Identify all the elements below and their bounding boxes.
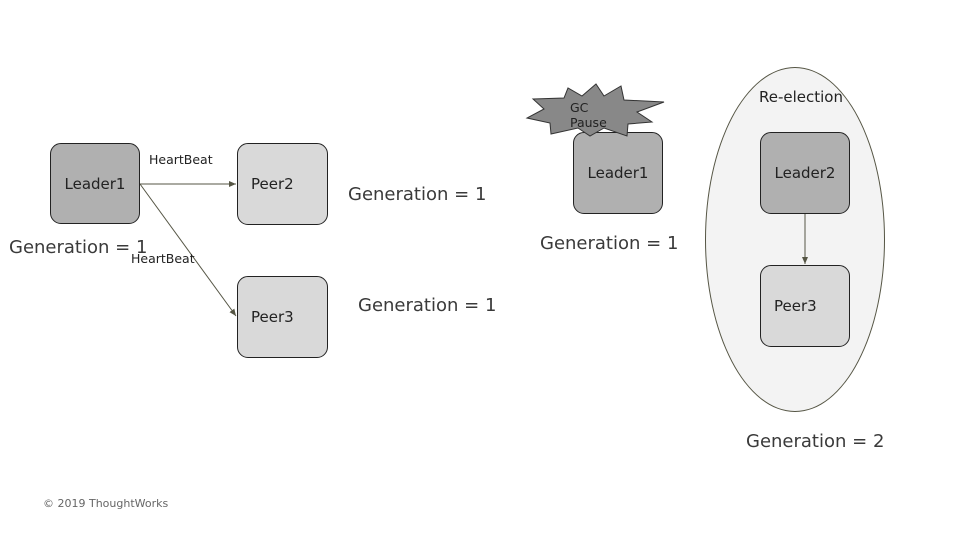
gc-label: GC [570, 100, 589, 115]
peer3-node: Peer3 [237, 276, 328, 358]
pause-label: Pause [570, 115, 607, 130]
peer3-generation: Generation = 1 [358, 295, 497, 316]
paused-leader1-generation: Generation = 1 [540, 233, 679, 254]
peer2-generation: Generation = 1 [348, 184, 487, 205]
reelection-peer3-label: Peer3 [774, 297, 817, 315]
reelection-title: Re-election [759, 88, 843, 106]
leader1-node: Leader1 [50, 143, 140, 224]
peer3-label: Peer3 [251, 308, 294, 326]
reelection-generation: Generation = 2 [746, 431, 885, 452]
heartbeat-arrow-peer3 [139, 183, 237, 317]
leader1-generation: Generation = 1 [9, 237, 148, 258]
paused-leader1-label: Leader1 [587, 164, 649, 182]
copyright-footer: © 2019 ThoughtWorks [43, 497, 169, 510]
leader1-label: Leader1 [64, 174, 126, 193]
heartbeat-label-peer3: HeartBeat [131, 251, 195, 266]
heartbeat-label-peer2: HeartBeat [149, 152, 213, 167]
reelection-peer3-node: Peer3 [760, 265, 850, 347]
leader2-node: Leader2 [760, 132, 850, 214]
peer2-node: Peer2 [237, 143, 328, 225]
gc-pause-burst-icon [525, 83, 665, 137]
leader2-label: Leader2 [774, 164, 836, 182]
peer2-label: Peer2 [251, 175, 294, 193]
reelection-group-ellipse [705, 67, 885, 412]
paused-leader1-node: Leader1 [573, 132, 663, 214]
